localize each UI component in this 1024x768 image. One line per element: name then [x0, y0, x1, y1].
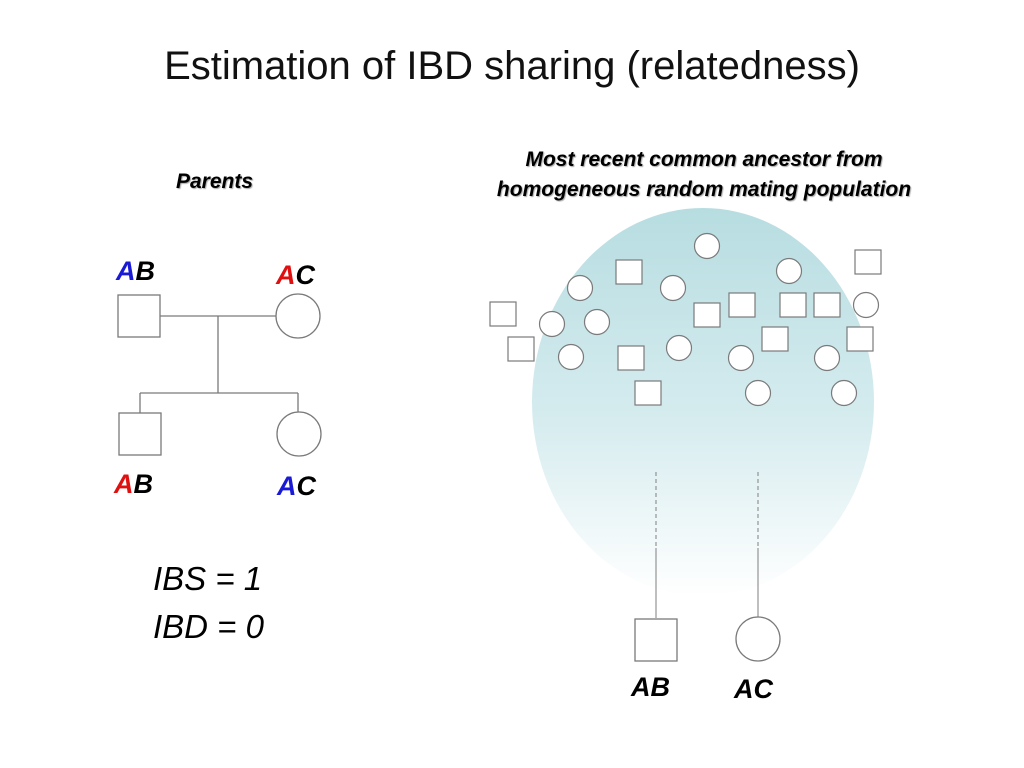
- child2-circle: [276, 411, 322, 457]
- population-male-icon: [728, 292, 756, 318]
- individual2-circle: [735, 616, 781, 662]
- ancestor-heading-line2: homogeneous random mating population: [496, 178, 912, 201]
- child1-square: [118, 412, 162, 456]
- population-male-icon: [634, 380, 662, 406]
- child2-genotype: AC: [277, 471, 316, 502]
- population-female-icon: [665, 334, 693, 362]
- child1-allele2: B: [133, 469, 154, 499]
- population-male-icon: [761, 326, 789, 352]
- population-female-icon: [538, 310, 566, 338]
- mother-genotype: AC: [276, 260, 315, 291]
- father-allele2: B: [135, 256, 156, 286]
- population-female-icon: [744, 379, 772, 407]
- population-female-icon: [852, 291, 880, 319]
- population-male-icon: [489, 301, 517, 327]
- ancestor-heading: Most recent common ancestor from homogen…: [430, 145, 978, 205]
- population-ellipse: [532, 208, 874, 596]
- mother-allele1: A: [276, 260, 296, 290]
- population-female-icon: [659, 274, 687, 302]
- parents-heading: Parents: [176, 170, 254, 193]
- population-female-icon: [830, 379, 858, 407]
- individual1-genotype: AB: [631, 672, 670, 702]
- child2-allele1: A: [277, 471, 297, 501]
- mother-circle: [275, 293, 321, 339]
- population-male-icon: [617, 345, 645, 371]
- population-female-icon: [583, 308, 611, 336]
- population-female-icon: [813, 344, 841, 372]
- ibs-value: IBS = 1: [153, 560, 263, 597]
- individual1-square: [634, 618, 678, 662]
- population-male-icon: [813, 292, 841, 318]
- child1-allele1: A: [114, 469, 134, 499]
- mother-allele2: C: [295, 260, 316, 290]
- population-male-icon: [693, 302, 721, 328]
- population-female-icon: [727, 344, 755, 372]
- child2-allele2: C: [296, 471, 317, 501]
- population-male-icon: [507, 336, 535, 362]
- ancestor-heading-line1: Most recent common ancestor from: [525, 148, 883, 171]
- father-genotype: AB: [116, 256, 155, 287]
- page-title: Estimation of IBD sharing (relatedness): [164, 44, 860, 88]
- ibd-value: IBD = 0: [153, 608, 264, 645]
- father-allele1: A: [116, 256, 136, 286]
- individual2-genotype: AC: [734, 674, 773, 704]
- child1-genotype: AB: [114, 469, 153, 500]
- population-male-icon: [854, 249, 882, 275]
- father-square: [117, 294, 161, 338]
- population-male-icon: [846, 326, 874, 352]
- population-female-icon: [775, 257, 803, 285]
- population-male-icon: [779, 292, 807, 318]
- population-female-icon: [557, 343, 585, 371]
- population-female-icon: [566, 274, 594, 302]
- population-female-icon: [693, 232, 721, 260]
- population-male-icon: [615, 259, 643, 285]
